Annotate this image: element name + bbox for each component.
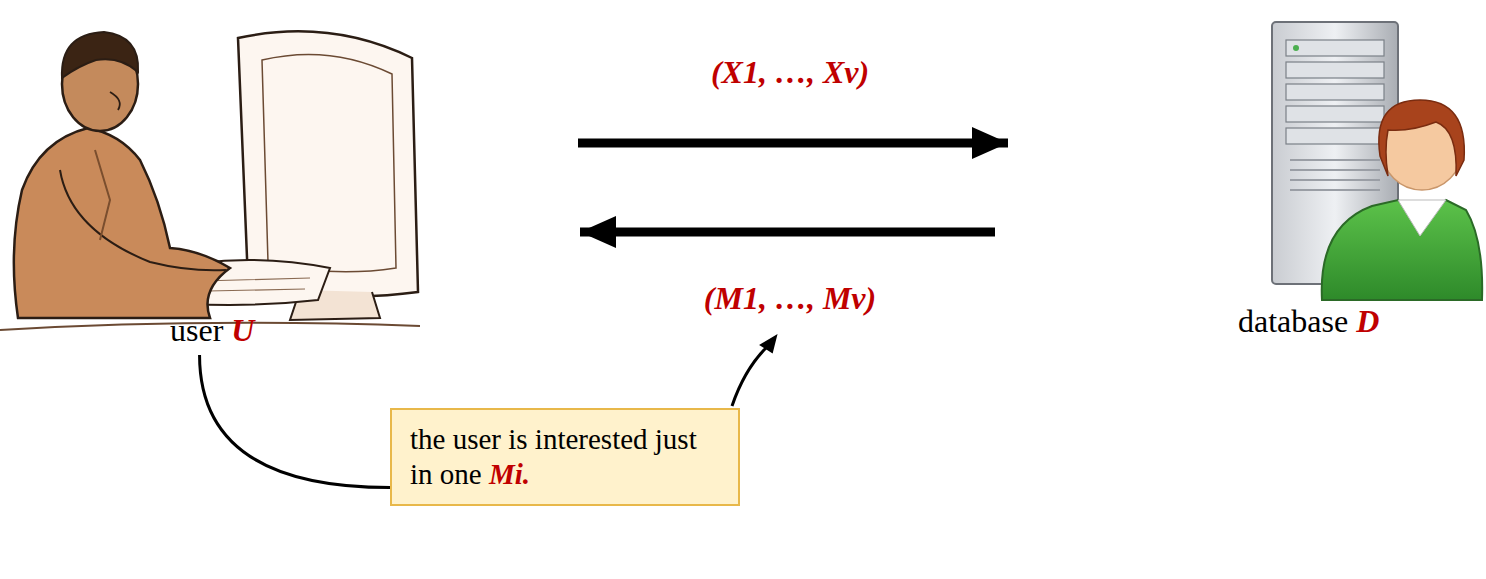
message-label: (M1, …, Mv) xyxy=(700,280,880,317)
callout-line xyxy=(200,355,390,488)
text-part: database xyxy=(1238,303,1356,339)
callout-box: the user is interested just in one Mi. xyxy=(390,408,740,506)
callout-pointer-head xyxy=(761,336,776,352)
node-label: database D xyxy=(1238,303,1379,340)
user-illustration xyxy=(0,31,420,330)
node-label: the user is interested just in one Mi. xyxy=(410,422,720,492)
message-arrow xyxy=(578,139,1008,148)
text-part: user xyxy=(170,312,231,348)
symbol-text: D xyxy=(1356,303,1379,339)
database-node: database D xyxy=(1010,5,1476,350)
text-part: the user is interested just in one xyxy=(410,423,697,490)
callout-pointer xyxy=(732,346,768,406)
database-illustration xyxy=(1272,22,1482,300)
message-label: (X1, …, Xv) xyxy=(707,54,873,91)
node-label: user U xyxy=(170,312,254,349)
symbol-text: Mi. xyxy=(489,458,530,490)
user-node: user U xyxy=(10,5,570,355)
symbol-text: U xyxy=(231,312,254,348)
message-arrow xyxy=(580,228,995,237)
